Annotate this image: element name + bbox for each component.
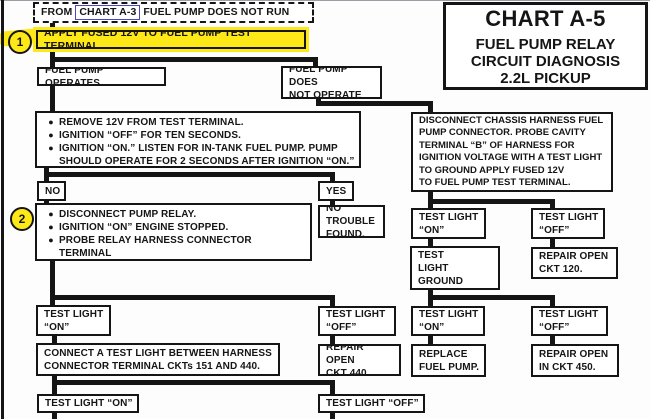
connector-line bbox=[550, 335, 555, 345]
yes-box: YES bbox=[318, 181, 354, 201]
test-light-off-right1: TEST LIGHT “OFF” bbox=[531, 208, 605, 239]
connect-test-light-ckts-151-440: CONNECT A TEST LIGHT BETWEEN HARNESS CON… bbox=[36, 343, 280, 376]
test-light-on-left2: TEST LIGHT “ON” bbox=[36, 305, 111, 336]
connector-line bbox=[428, 295, 555, 300]
connector-line bbox=[330, 334, 335, 345]
connector-line bbox=[52, 411, 57, 419]
replace-fuel-pump: REPLACE FUEL PUMP. bbox=[411, 344, 486, 377]
bullet-icon: ● bbox=[48, 143, 54, 153]
connector-line bbox=[330, 411, 335, 419]
step1-apply-12v: APPLY FUSED 12V TO FUEL PUMP TEST TERMIN… bbox=[36, 30, 306, 49]
test-light-on-right1: TEST LIGHT “ON” bbox=[411, 208, 486, 239]
connector-line bbox=[44, 172, 335, 177]
repair-open-in-ckt450: REPAIR OPEN IN CKT 450. bbox=[531, 344, 619, 377]
connector-line bbox=[50, 259, 55, 306]
test-light-off-bottom: TEST LIGHT “OFF” bbox=[318, 394, 425, 413]
page-left-rule bbox=[1, 0, 4, 419]
list-item: ● IGNITION “ON” ENGINE STOPPED. bbox=[43, 221, 306, 234]
test-light-on-bottom: TEST LIGHT “ON” bbox=[37, 394, 139, 413]
list-item-text: IGNITION “OFF” FOR TEN SECONDS. bbox=[59, 130, 241, 141]
list-item-text: DISCONNECT PUMP RELAY. bbox=[59, 209, 197, 220]
connector-line bbox=[550, 297, 555, 307]
connector-line bbox=[52, 334, 57, 344]
list-item-text: PROBE RELAY HARNESS CONNECTOR TERMINAL C… bbox=[59, 235, 252, 259]
list-item: ● IGNITION “OFF” FOR TEN SECONDS. bbox=[43, 129, 355, 142]
chart-title: CHART A-5 bbox=[485, 6, 606, 31]
list-item: ● REMOVE 12V FROM TEST TERMINAL. bbox=[43, 116, 355, 129]
connector-line bbox=[50, 21, 55, 32]
connector-line bbox=[50, 57, 318, 62]
repair-open-ckt120: REPAIR OPEN CKT 120. bbox=[531, 247, 618, 279]
connector-line bbox=[550, 201, 555, 209]
chart-a3-link[interactable]: CHART A-3 bbox=[75, 5, 141, 20]
check-list-1: ● REMOVE 12V FROM TEST TERMINAL. ● IGNIT… bbox=[35, 111, 361, 168]
connector-line bbox=[50, 84, 55, 112]
test-light-off-right2: TEST LIGHT “OFF” bbox=[531, 306, 608, 336]
connector-line bbox=[44, 199, 49, 205]
list-item: ● PROBE RELAY HARNESS CONNECTOR TERMINAL… bbox=[43, 234, 306, 259]
bullet-icon: ● bbox=[48, 117, 54, 127]
connector-line bbox=[316, 101, 433, 106]
connector-line bbox=[428, 238, 433, 247]
fuel-pump-does-not-operate: FUEL PUMP DOES NOT OPERATE bbox=[281, 66, 382, 99]
entry-prefix: FROM bbox=[41, 6, 73, 18]
list-item-text: REMOVE 12V FROM TEST TERMINAL. bbox=[59, 117, 244, 128]
connector-line bbox=[428, 335, 433, 345]
callout-1-badge: 1 bbox=[8, 30, 32, 54]
list-item-text: IGNITION “ON” ENGINE STOPPED. bbox=[59, 222, 229, 233]
test-light-off-left2: TEST LIGHT “OFF” bbox=[318, 306, 396, 336]
repair-open-ckt440: REPAIR OPEN CKT 440. bbox=[318, 344, 401, 376]
callout-2-badge: 2 bbox=[10, 207, 34, 231]
no-box: NO bbox=[37, 181, 66, 201]
list-item: ● DISCONNECT PUMP RELAY. bbox=[43, 208, 306, 221]
connector-line bbox=[550, 238, 555, 248]
connector-line bbox=[330, 174, 335, 182]
connector-line bbox=[52, 380, 335, 385]
page-top-rule bbox=[0, 0, 650, 1]
chart-title-box: CHART A-5 FUEL PUMP RELAY CIRCUIT DIAGNO… bbox=[443, 2, 648, 90]
fuel-pump-operates: FUEL PUMP OPERATES bbox=[37, 67, 166, 86]
list-item-text: IGNITION “ON.” LISTEN FOR IN-TANK FUEL P… bbox=[59, 143, 355, 167]
test-light-on-mid2: TEST LIGHT “ON” bbox=[411, 306, 485, 336]
connect-test-light-ground-ckt450: CONNECT TEST LIGHT GROUND TO CKT 450. bbox=[410, 246, 500, 290]
list-item: ● IGNITION “ON.” LISTEN FOR IN-TANK FUEL… bbox=[43, 142, 355, 167]
bullet-icon: ● bbox=[48, 209, 54, 219]
chart-subtitle: FUEL PUMP RELAY CIRCUIT DIAGNOSIS 2.2L P… bbox=[470, 36, 621, 87]
bullet-icon: ● bbox=[48, 222, 54, 232]
entry-suffix: FUEL PUMP DOES NOT RUN bbox=[143, 6, 290, 18]
bullet-icon: ● bbox=[48, 130, 54, 140]
connector-line bbox=[428, 199, 555, 204]
connector-line bbox=[428, 103, 433, 113]
entry-from-chart-a3: FROM CHART A-3 FUEL PUMP DOES NOT RUN bbox=[33, 2, 314, 23]
connector-line bbox=[330, 199, 335, 206]
connector-line bbox=[330, 382, 335, 395]
bullet-icon: ● bbox=[48, 235, 54, 245]
disconnect-chassis-harness: DISCONNECT CHASSIS HARNESS FUEL PUMP CON… bbox=[411, 112, 613, 192]
connector-line bbox=[316, 96, 321, 105]
connector-line bbox=[50, 295, 335, 300]
check-list-2: ● DISCONNECT PUMP RELAY. ● IGNITION “ON”… bbox=[35, 203, 312, 261]
connector-line bbox=[313, 59, 318, 68]
connector-line bbox=[330, 297, 335, 306]
no-trouble-found: NO TROUBLE FOUND. bbox=[318, 205, 385, 238]
